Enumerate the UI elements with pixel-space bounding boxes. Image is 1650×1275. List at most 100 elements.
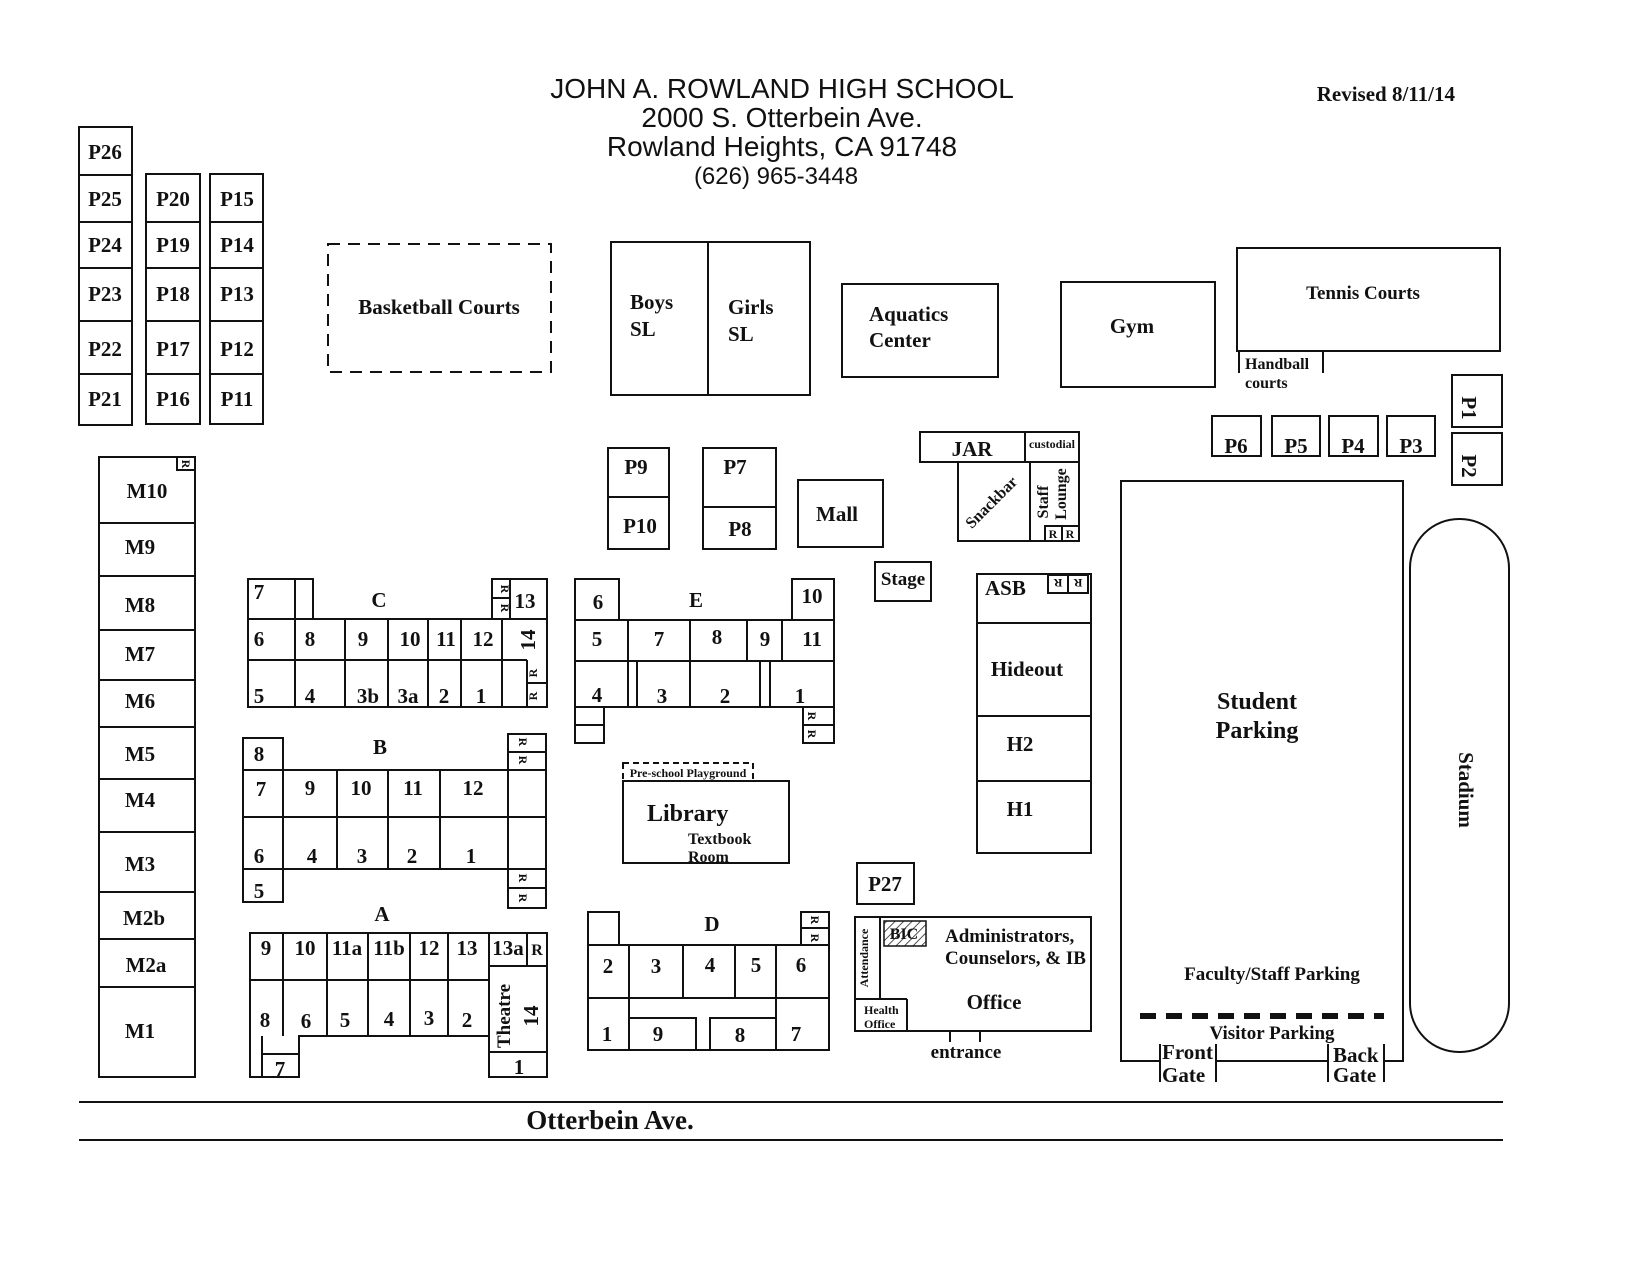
- asb-label: ASB: [985, 576, 1026, 600]
- restroom-asb-1: R: [1053, 576, 1062, 590]
- office-building: P27 BIC Attendance Administrators, Couns…: [854, 862, 1092, 1063]
- admin-line2: Counselors, & IB: [945, 948, 1086, 969]
- student-parking-line2: Parking: [1216, 718, 1299, 744]
- room-a8: 8: [260, 1008, 271, 1032]
- portable-p2: P2: [1457, 454, 1481, 477]
- portable-p6: P6: [1224, 434, 1247, 458]
- visitor-parking-label: Visitor Parking: [1209, 1023, 1335, 1044]
- school-street: 2000 S. Otterbein Ave.: [641, 102, 922, 133]
- street-name: Otterbein Ave.: [526, 1105, 693, 1135]
- back-gate-line1: Back: [1333, 1043, 1379, 1067]
- room-e11: 11: [802, 627, 822, 651]
- portable-p18: P18: [156, 282, 190, 306]
- room-a10: 10: [295, 936, 316, 960]
- student-parking: Student Parking Faculty/Staff Parking Vi…: [1120, 480, 1404, 1087]
- a-wing: R A 9 10 11a 11b 12 13 13a 8 6 5 4 3 2 T…: [249, 902, 548, 1081]
- portable-p25: P25: [88, 187, 122, 211]
- portables-center: P9 P10 P7 P8: [607, 447, 777, 550]
- restroom-b-4: R: [516, 894, 530, 903]
- room-a1: 1: [514, 1055, 525, 1079]
- room-c1: 1: [476, 684, 487, 708]
- handball-line2: courts: [1245, 375, 1288, 392]
- map-header: JOHN A. ROWLAND HIGH SCHOOL 2000 S. Otte…: [550, 73, 1455, 190]
- restroom-d-1: R: [808, 916, 822, 925]
- portable-p3: P3: [1399, 434, 1422, 458]
- b-wing-label: B: [373, 735, 387, 759]
- room-a6: 6: [301, 1009, 312, 1033]
- textbook-line2: Room: [688, 849, 730, 866]
- office-label: Office: [967, 990, 1022, 1014]
- room-c6: 6: [254, 627, 265, 651]
- portable-p23: P23: [88, 282, 122, 306]
- portable-p27: P27: [868, 872, 902, 896]
- restroom-c-1: R: [498, 585, 512, 594]
- room-a4: 4: [384, 1007, 395, 1031]
- locker-rooms: Boys SL Girls SL: [610, 241, 811, 396]
- entrance-label: entrance: [931, 1042, 1002, 1063]
- room-a7: 7: [275, 1057, 286, 1081]
- portable-p12: P12: [220, 337, 254, 361]
- room-m3: M3: [125, 852, 155, 876]
- room-a12: 12: [419, 936, 440, 960]
- restroom-b-3: R: [516, 874, 530, 883]
- restroom-c-3: R: [526, 668, 540, 677]
- restroom-a: R: [531, 942, 543, 959]
- restroom-m10: R: [179, 460, 193, 469]
- room-e1: 1: [795, 684, 806, 708]
- restroom-d-2: R: [808, 934, 822, 943]
- basketball-label: Basketball Courts: [358, 295, 520, 319]
- portable-p21: P21: [88, 387, 122, 411]
- attendance-label: Attendance: [857, 928, 871, 987]
- room-c8: 8: [305, 627, 316, 651]
- school-name: JOHN A. ROWLAND HIGH SCHOOL: [550, 73, 1014, 104]
- stadium: Stadium: [1409, 518, 1510, 1053]
- restroom-jar-1: R: [1049, 527, 1058, 541]
- room-b10: 10: [351, 776, 372, 800]
- room-c11: 11: [436, 627, 456, 651]
- stage-label: Stage: [881, 569, 925, 590]
- room-m6: M6: [125, 689, 155, 713]
- textbook-line1: Textbook: [688, 831, 752, 848]
- room-m8: M8: [125, 593, 155, 617]
- room-a2: 2: [462, 1008, 473, 1032]
- jar-label: JAR: [952, 437, 994, 461]
- room-b4: 4: [307, 844, 318, 868]
- restroom-e-2: R: [805, 730, 819, 739]
- school-phone: (626) 965-3448: [694, 163, 858, 190]
- c-wing: R R R R C 7 13 6 8 9 10 11 12 14 5 4 3b …: [247, 578, 548, 708]
- boys-sl-line2: SL: [630, 317, 656, 341]
- girls-sl-line1: Girls: [728, 295, 774, 319]
- portable-p24: P24: [88, 233, 122, 257]
- room-c4: 4: [305, 684, 316, 708]
- room-d6: 6: [796, 953, 807, 977]
- portable-p26: P26: [88, 140, 122, 164]
- e-wing: R R E 6 10 5 7 8 9 11 4 3 2 1: [574, 578, 835, 744]
- room-d8: 8: [735, 1023, 746, 1047]
- room-m5: M5: [125, 742, 155, 766]
- athletics-area: Aquatics Center Gym Tennis Courts Handba…: [841, 247, 1501, 392]
- library-building: Pre-school Playground Library Textbook R…: [622, 762, 790, 866]
- girls-sl-line2: SL: [728, 322, 754, 346]
- room-m9: M9: [125, 535, 155, 559]
- room-m4: M4: [125, 788, 156, 812]
- portable-p14: P14: [220, 233, 254, 257]
- portable-p8: P8: [728, 517, 751, 541]
- m-building: R M10 M9 M8 M7 M6 M5 M4 M3 M2b M2a M1: [98, 456, 196, 1078]
- room-a13a: 13a: [492, 936, 524, 960]
- boys-sl-line1: Boys: [630, 290, 673, 314]
- room-a11a: 11a: [332, 936, 363, 960]
- student-parking-line1: Student: [1217, 689, 1297, 715]
- restroom-c-2: R: [498, 604, 512, 613]
- library-label: Library: [647, 801, 728, 827]
- portable-p11: P11: [221, 387, 254, 411]
- portable-p19: P19: [156, 233, 190, 257]
- theatre-label: Theatre: [494, 984, 515, 1048]
- portable-p13: P13: [220, 282, 254, 306]
- room-e3: 3: [657, 684, 668, 708]
- a-wing-label: A: [374, 902, 390, 926]
- portables-east: P6 P5 P4 P3 P1 P2: [1211, 374, 1503, 486]
- portable-p15: P15: [220, 187, 254, 211]
- bic-label: BIC: [890, 926, 918, 943]
- room-c3b: 3b: [357, 684, 379, 708]
- portable-p9: P9: [624, 455, 647, 479]
